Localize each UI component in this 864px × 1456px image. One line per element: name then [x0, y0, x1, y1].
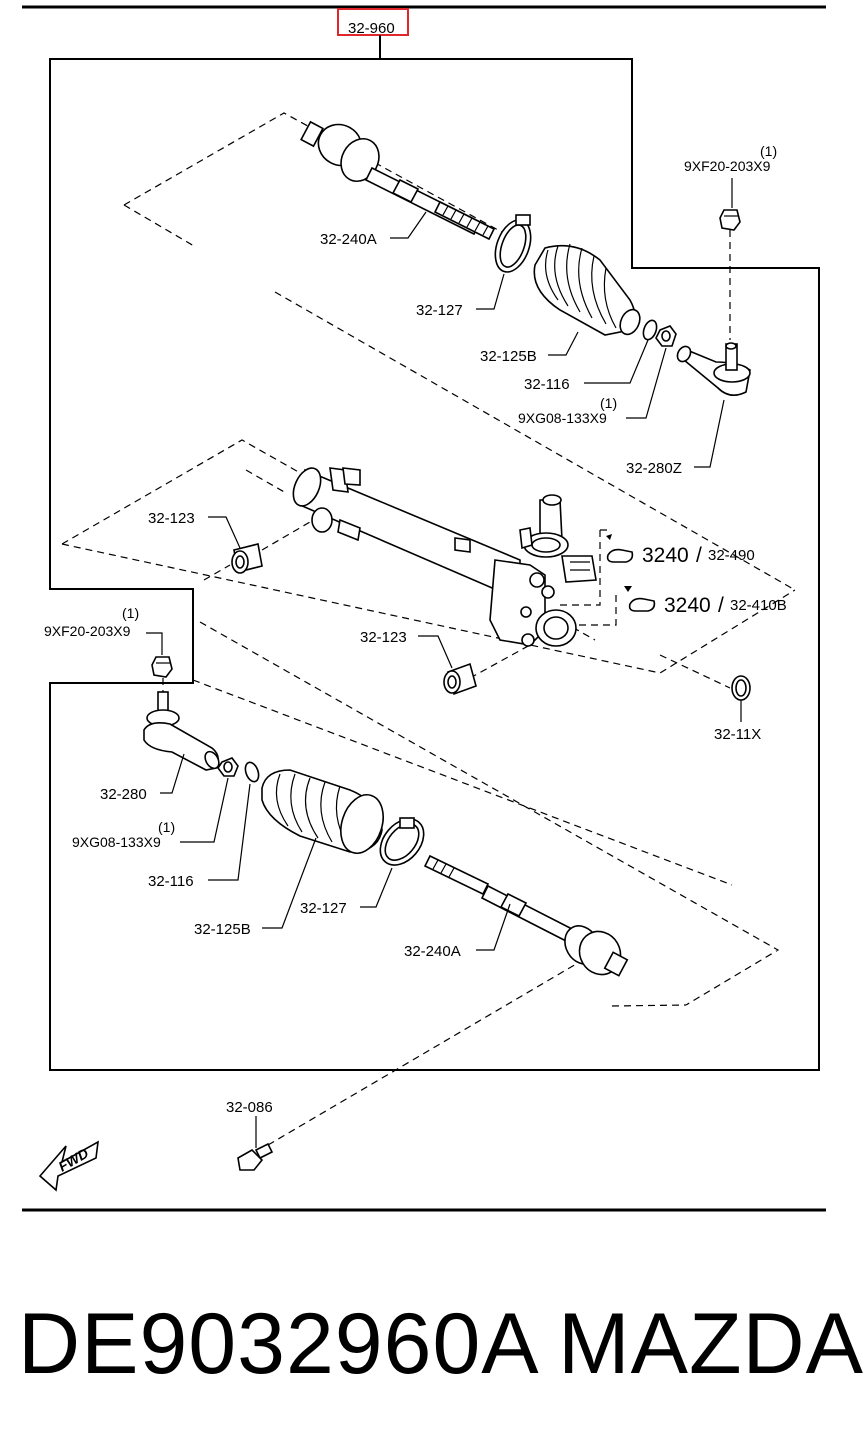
clamp-band-lower: [379, 817, 425, 866]
leader-band-bottom: [360, 867, 393, 908]
leader-tierod-left: [160, 753, 185, 794]
valve-ref-guide-a: [560, 529, 612, 606]
callout-slash-b: /: [718, 594, 724, 617]
part-number: DE9032960A: [18, 1296, 540, 1392]
assembly-frame: [49, 58, 820, 1071]
callout-bushing-lower: 32-123: [360, 629, 407, 646]
callout-nut-top: 9XG08-133X9: [518, 410, 607, 426]
clamp-band-upper: [494, 214, 532, 273]
leader-boot-bottom: [262, 837, 317, 929]
castle-nut-left: [151, 656, 173, 678]
washer-bottom: [244, 761, 260, 783]
callout-rack-bottom: 32-240A: [404, 943, 461, 960]
callout-castle-left: 9XF20-203X9: [44, 623, 131, 639]
callout-ref-490: 32-490: [708, 547, 755, 564]
callout-castle-right-qty: (1): [760, 143, 777, 159]
mount-bushing-upper: [231, 543, 263, 574]
leader-nut-top: [626, 347, 667, 419]
callout-tierod-end-left: 32-280: [100, 786, 147, 803]
bushing-guide-upper: [203, 521, 311, 581]
callout-nut-bottom-qty: (1): [158, 819, 175, 835]
callout-nut-bottom: 9XG08-133X9: [72, 834, 161, 850]
callout-seal: 32-11X: [714, 726, 761, 743]
inner-tie-rod-lower: [423, 854, 629, 977]
tie-rod-end-right: [676, 342, 751, 396]
bolt-guide-line: [267, 949, 601, 1146]
mounting-bolt: [237, 1142, 274, 1171]
castle-nut-right: [719, 209, 741, 231]
inner-tie-rod-upper: [300, 120, 496, 241]
boot-bellows-lower: [261, 769, 384, 854]
tie-rod-end-left: [143, 691, 220, 771]
callout-castle-right: 9XF20-203X9: [684, 158, 771, 174]
washer-upper: [642, 319, 658, 341]
assembly-code-box[interactable]: 32-960: [337, 8, 409, 37]
callout-slash-a: /: [696, 544, 702, 567]
leader-castle-left: [146, 632, 163, 655]
callout-boot-top: 32-125B: [480, 348, 537, 365]
mount-bushing-lower: [443, 662, 477, 696]
pipe-ref-icon-b: [624, 586, 656, 612]
callout-nut-top-qty: (1): [600, 395, 617, 411]
leader-rack-bottom: [476, 903, 511, 951]
leader-bushing-lower: [418, 635, 453, 669]
callout-band-top: 32-127: [416, 302, 463, 319]
callout-boot-bottom: 32-125B: [194, 921, 251, 938]
rack-guide-plane-bottom: [61, 439, 796, 674]
upper-guide-plane: [123, 112, 521, 247]
callout-bushing-upper: 32-123: [148, 510, 195, 527]
steering-gear-housing: [292, 467, 597, 647]
callout-bolt: 32-086: [226, 1099, 273, 1116]
leader-rack-top: [390, 211, 427, 239]
lock-nut-upper: [655, 325, 677, 347]
callout-band-bottom: 32-127: [300, 900, 347, 917]
callout-washer-bottom: 32-116: [148, 873, 194, 890]
assembly-code-label: 32-960: [348, 20, 395, 37]
pipe-ref-icon-a: [606, 534, 634, 563]
leader-washer-top: [584, 339, 649, 384]
valve-ref-guide-b: [578, 595, 617, 626]
callout-rack-top: 32-240A: [320, 231, 377, 248]
forward-arrow-icon: FWD: [38, 1140, 99, 1192]
callout-washer-top: 32-116: [524, 376, 570, 393]
boot-bellows-upper: [533, 243, 641, 336]
lower-guide-plane: [192, 621, 780, 1007]
rack-guide-plane-top: [274, 291, 796, 591]
callout-ref-3240-a: 3240: [642, 544, 689, 567]
seal-guide: [659, 654, 731, 689]
bushing-guide-lower: [469, 644, 531, 679]
steering-rack-exploded-diagram: 32-960: [22, 5, 826, 1212]
leader-tierod-right: [694, 399, 725, 468]
lock-nut-bottom: [217, 757, 239, 777]
leader-washer-bottom: [208, 783, 251, 881]
leader-nut-bottom: [180, 777, 229, 843]
brand-name: MAZDA: [558, 1296, 864, 1392]
leader-band-top: [476, 273, 505, 310]
callout-ref-410b: 32-410B: [730, 597, 787, 614]
callout-ref-3240-b: 3240: [664, 594, 711, 617]
leader-bushing-upper: [208, 516, 241, 549]
leader-boot-top: [548, 331, 579, 356]
seal-ring: [731, 675, 751, 701]
callout-castle-left-qty: (1): [122, 605, 139, 621]
callout-tierod-end-right: 32-280Z: [626, 460, 682, 477]
